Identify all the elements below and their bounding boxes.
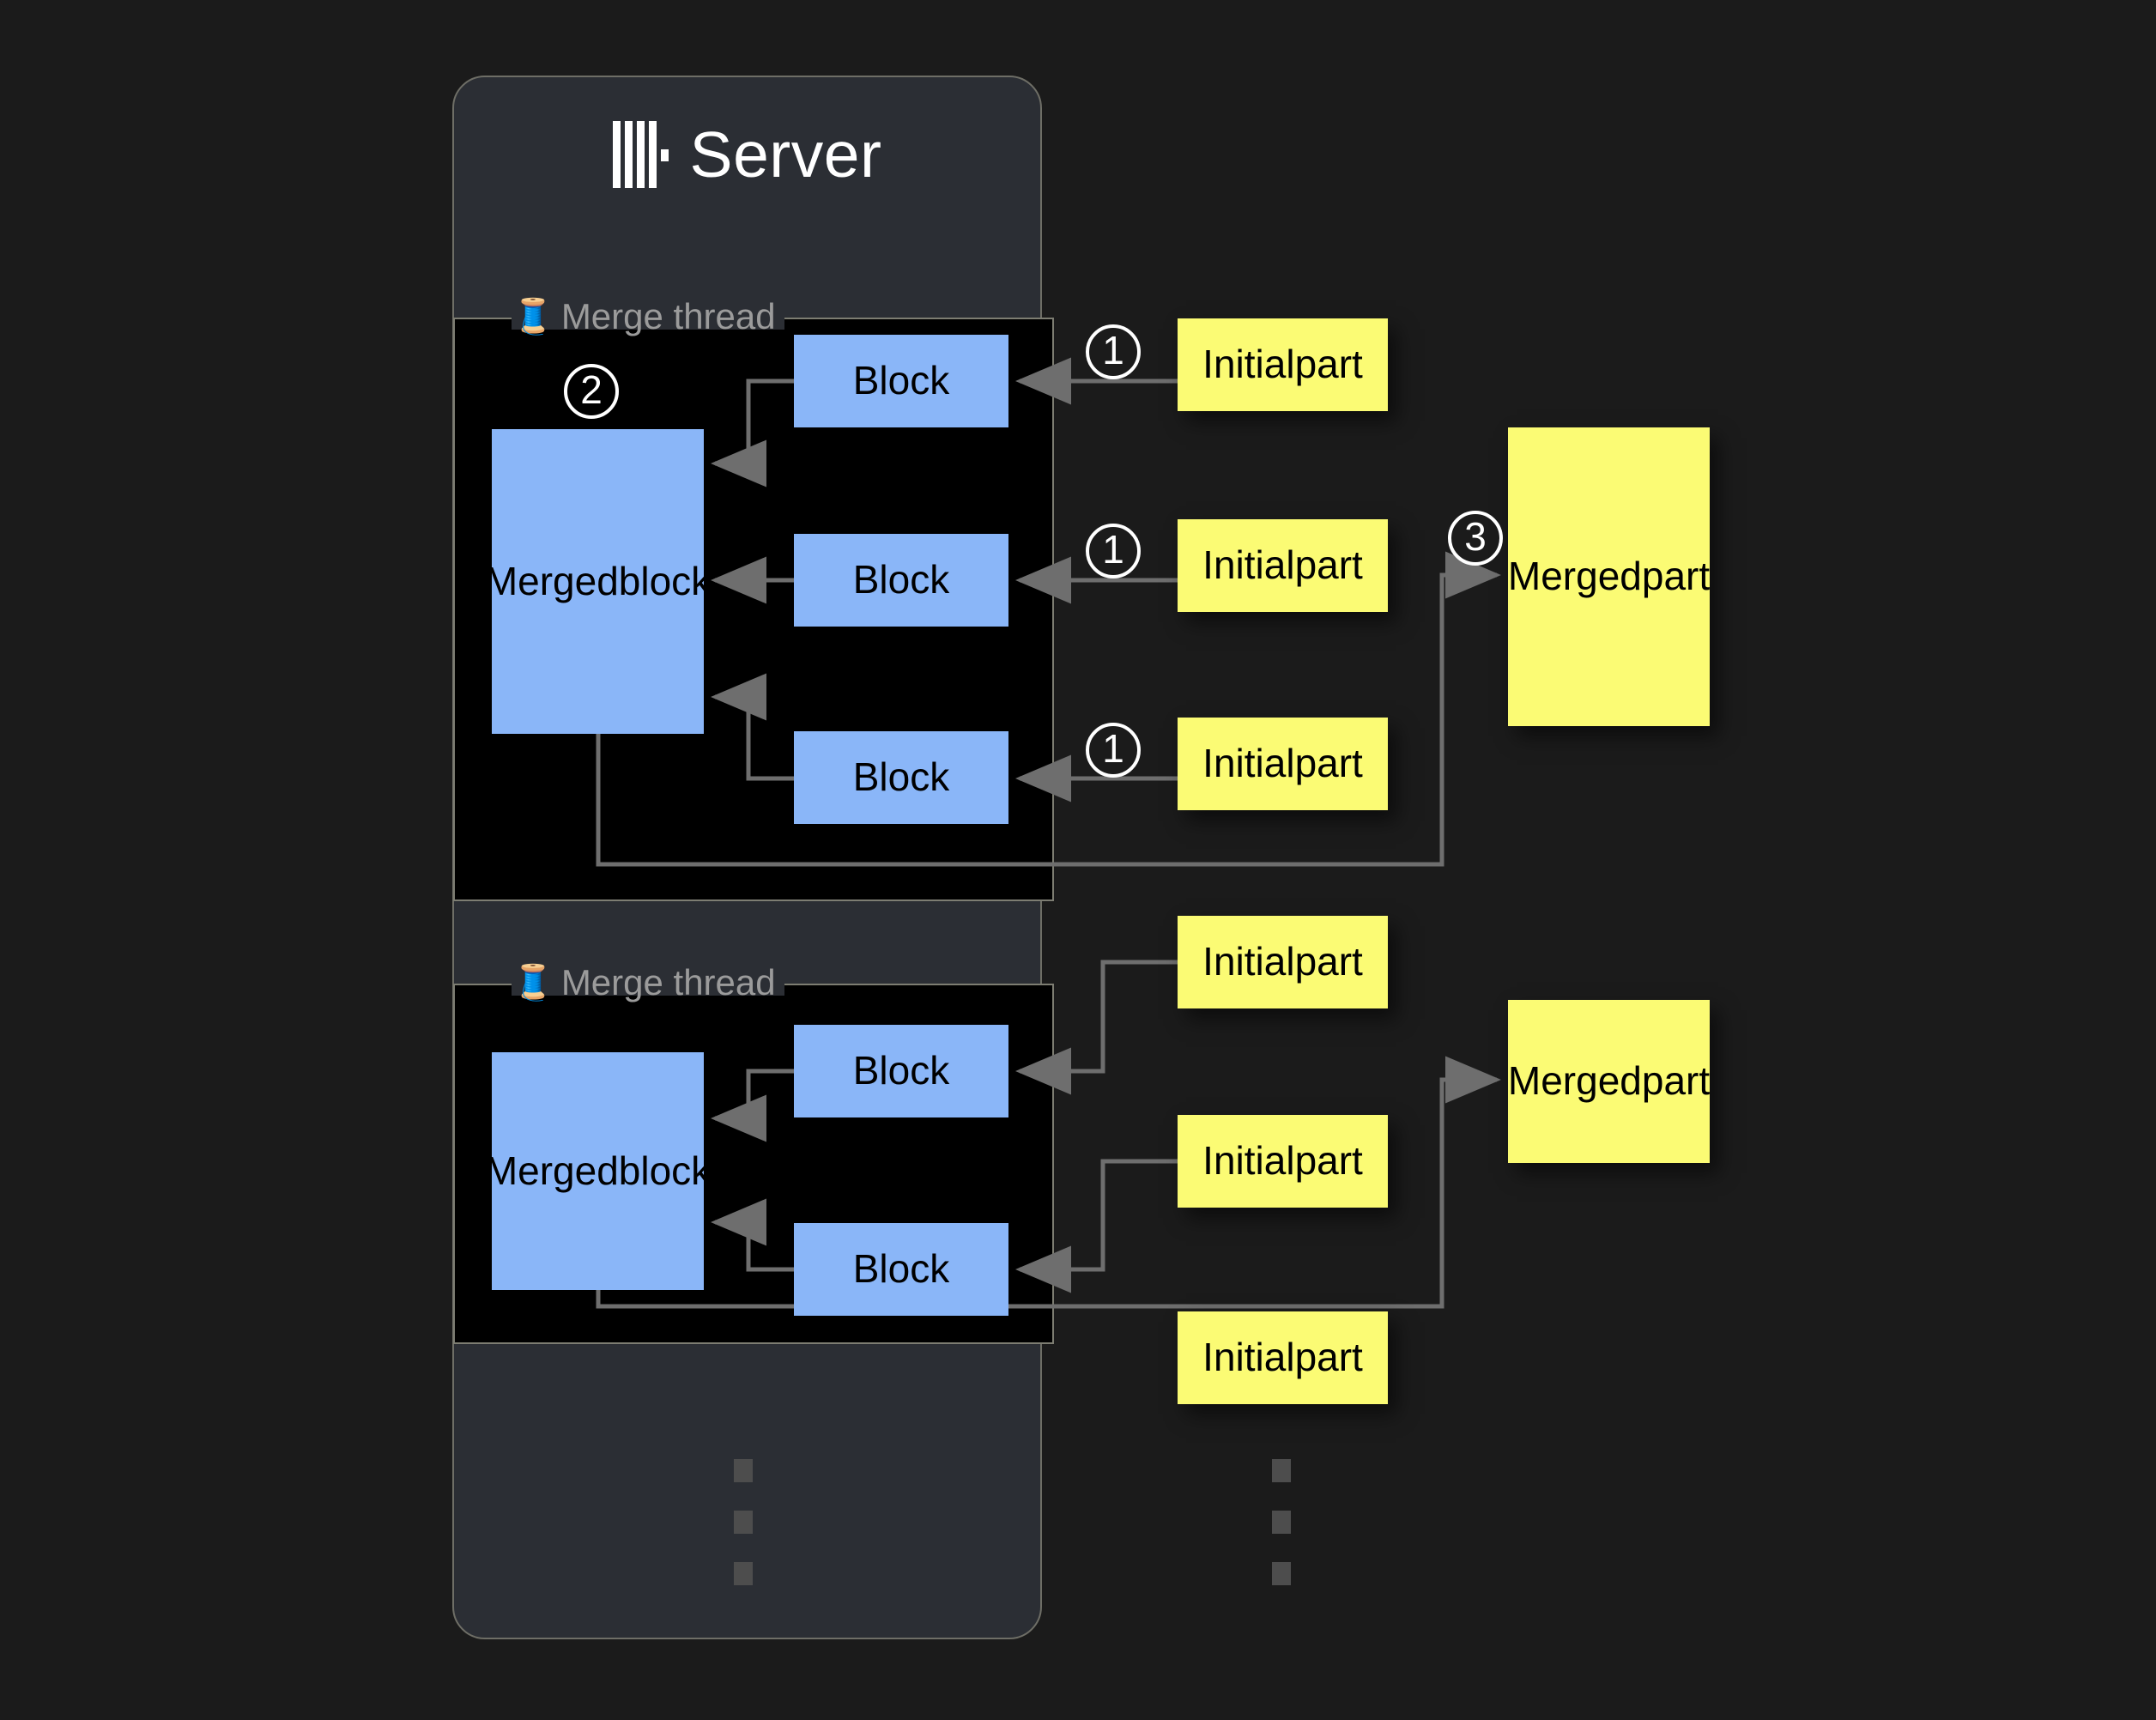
merge-thread-label-1: 🧵 Merge thread <box>512 299 784 335</box>
step-marker-1: 1 <box>1086 524 1141 578</box>
step-marker-2: 2 <box>564 364 619 419</box>
thread-label-mask-1 <box>512 309 784 330</box>
block-box: Block <box>794 1223 1008 1316</box>
block-box: Block <box>794 534 1008 627</box>
step-marker-3: 3 <box>1448 511 1503 566</box>
server-title-label: Server <box>689 118 882 191</box>
merge-thread-label-text-1: Merge thread <box>560 296 776 336</box>
merge-thread-label-text-2: Merge thread <box>560 962 776 1002</box>
block-box: Block <box>794 731 1008 824</box>
step-marker-1: 1 <box>1086 324 1141 379</box>
thread-label-mask-2 <box>512 975 784 996</box>
block-box: Block <box>794 335 1008 427</box>
step-marker-1: 1 <box>1086 723 1141 778</box>
block-box: Block <box>794 1025 1008 1117</box>
thread-spool-icon: 🧵 <box>512 298 554 336</box>
vertical-ellipsis-parts <box>1272 1459 1291 1614</box>
clickhouse-logo-icon <box>612 121 669 188</box>
vertical-ellipsis-server <box>734 1459 753 1614</box>
server-title: Server <box>452 112 1042 197</box>
merge-thread-label-2: 🧵 Merge thread <box>512 965 784 1001</box>
thread-spool-icon: 🧵 <box>512 964 554 1002</box>
